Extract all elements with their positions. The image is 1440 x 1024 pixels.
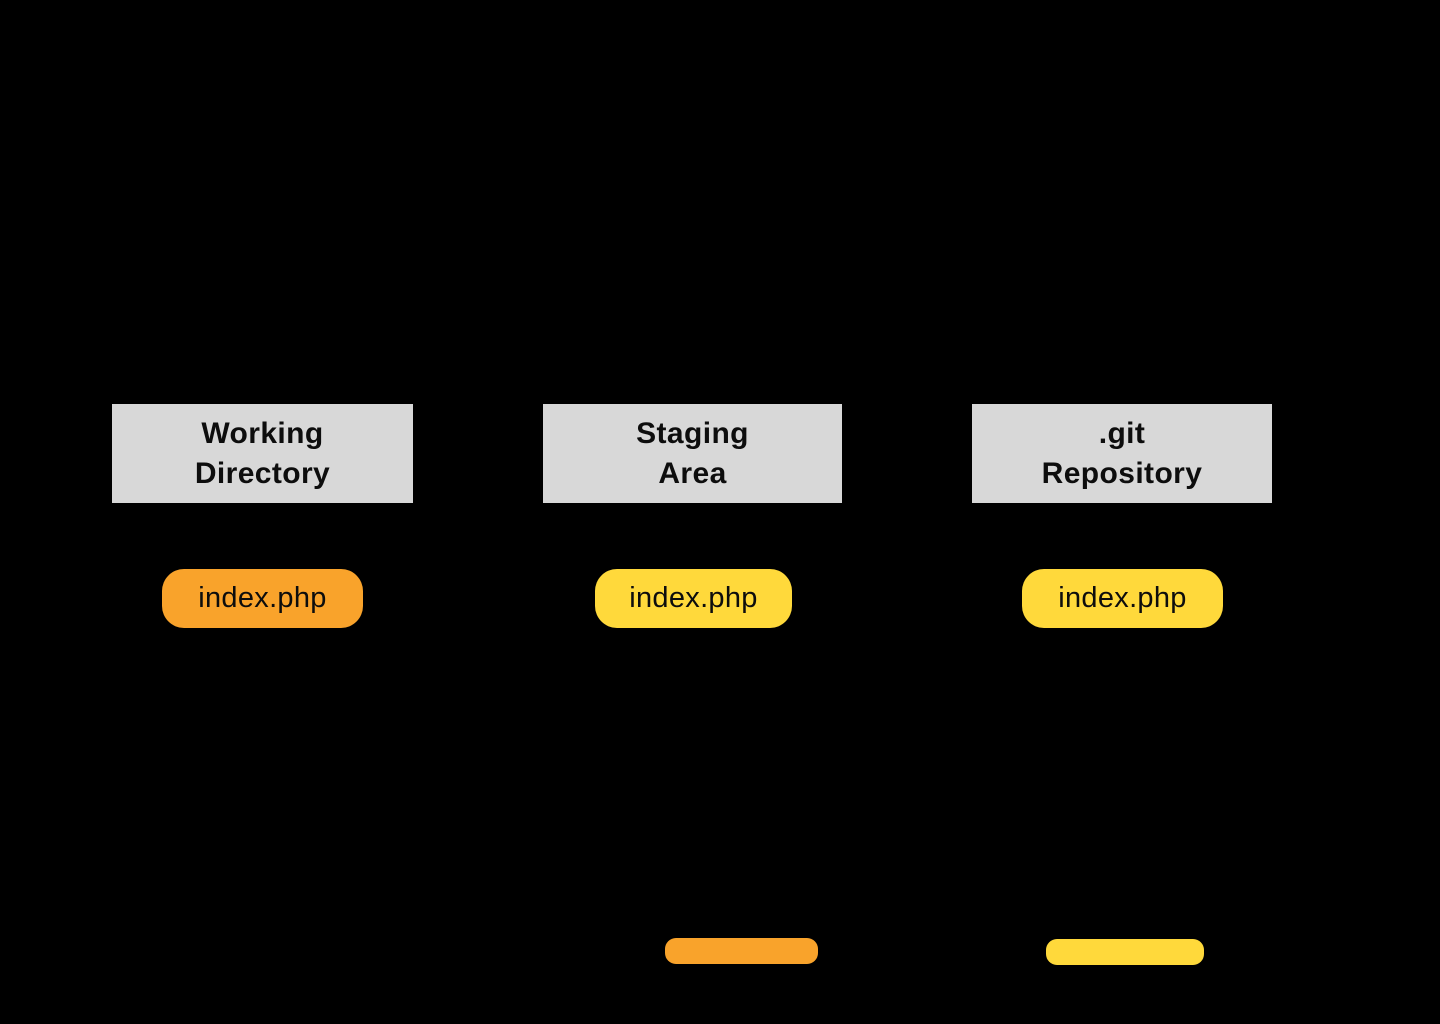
staging-area-file-pill: index.php: [595, 569, 792, 628]
git-repository-file-label: index.php: [1058, 582, 1187, 614]
staging-area-box: Staging Area: [543, 404, 842, 503]
git-repository-box: .git Repository: [972, 404, 1272, 503]
working-directory-file-pill: index.php: [162, 569, 363, 628]
legend-yellow-swatch: [1046, 939, 1204, 965]
staging-area-label-line1: Staging: [636, 416, 749, 450]
working-directory-label-line1: Working: [201, 416, 324, 450]
working-directory-box: Working Directory: [112, 404, 413, 503]
working-directory-file-label: index.php: [198, 582, 327, 614]
git-repository-file-pill: index.php: [1022, 569, 1223, 628]
git-repository-label-line2: Repository: [1041, 456, 1203, 490]
staging-area-file-label: index.php: [629, 582, 758, 614]
legend-orange-swatch: [665, 938, 818, 964]
git-repository-label-line1: .git: [1098, 416, 1146, 450]
working-directory-label-line2: Directory: [194, 456, 331, 490]
staging-area-label-line2: Area: [658, 456, 727, 490]
